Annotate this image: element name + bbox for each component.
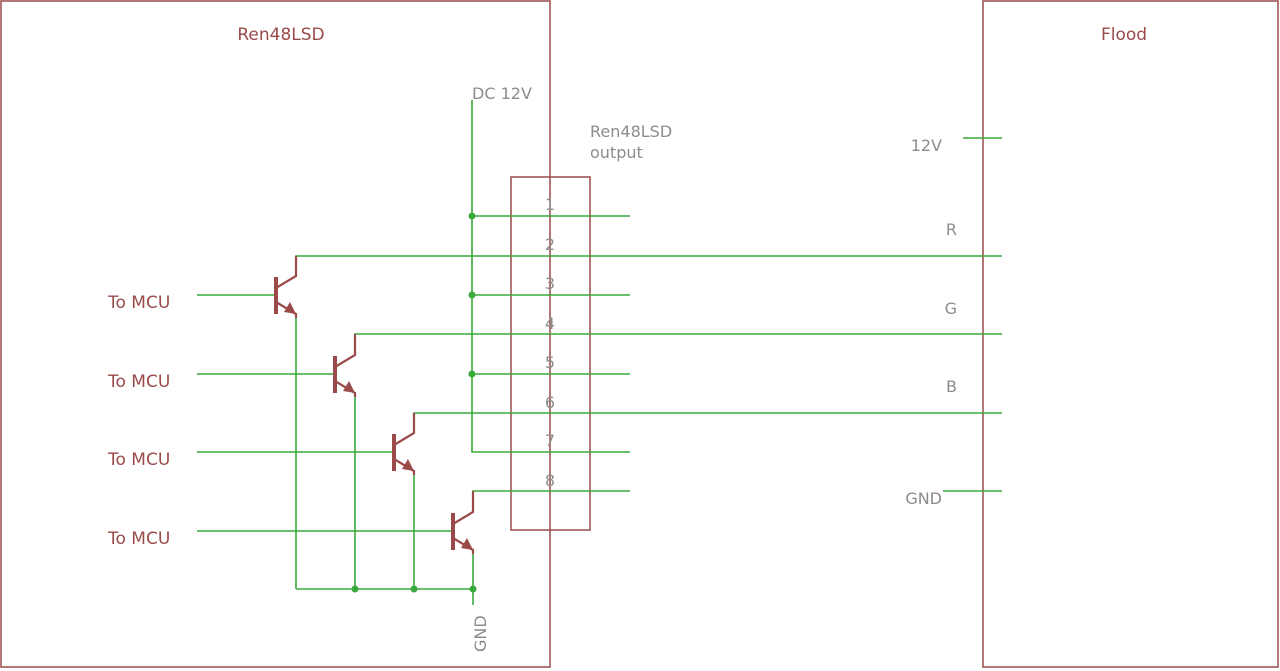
- flood-pin-r: R: [946, 220, 957, 239]
- connector-pin-2: 2: [545, 235, 555, 254]
- connector-label-line1: Ren48LSD: [590, 122, 672, 141]
- npn-transistor-2: [333, 334, 357, 397]
- flood-block-frame: [982, 0, 1279, 668]
- channel-r-wire: [295, 255, 1002, 275]
- flood-pin-12v: 12V: [911, 136, 942, 155]
- npn-transistor-4: [451, 491, 475, 554]
- channel-g-wire: [354, 333, 1002, 353]
- connector-pin-1: 1: [545, 195, 555, 214]
- connector-pin-7: 7: [545, 431, 555, 450]
- ground-label: GND: [471, 615, 490, 652]
- connector-label-line2: output: [590, 143, 643, 162]
- npn-transistor-3: [392, 413, 416, 475]
- connector-pin-8: 8: [545, 471, 555, 490]
- junction-dot: [351, 585, 359, 593]
- channel-b-wire: [413, 412, 1002, 432]
- flood-pin-gnd: GND: [905, 489, 942, 508]
- junction-dot: [410, 585, 418, 593]
- connector-pin-3: 3: [545, 274, 555, 293]
- ren48lsd-title: Ren48LSD: [237, 25, 324, 45]
- pin-8-wire: [472, 490, 630, 510]
- mcu-input-label-4: To MCU: [107, 529, 170, 549]
- mcu-input-label-1: To MCU: [107, 293, 170, 313]
- mcu-input-label-2: To MCU: [107, 372, 170, 392]
- mcu-input-label-3: To MCU: [107, 450, 170, 470]
- junction-dot: [468, 370, 476, 378]
- junction-dot: [468, 291, 476, 299]
- connector-pin-5: 5: [545, 353, 555, 372]
- flood-title: Flood: [1101, 25, 1147, 45]
- junction-dot: [469, 585, 477, 593]
- connector-pin-6: 6: [545, 393, 555, 412]
- connector-pin-4: 4: [545, 314, 555, 333]
- flood-pin-b: B: [946, 377, 957, 396]
- junction-dot: [468, 212, 476, 220]
- flood-pin-g: G: [945, 299, 957, 318]
- npn-transistor-1: [274, 256, 298, 318]
- output-connector-body: [510, 176, 591, 531]
- supply-label: DC 12V: [472, 84, 532, 103]
